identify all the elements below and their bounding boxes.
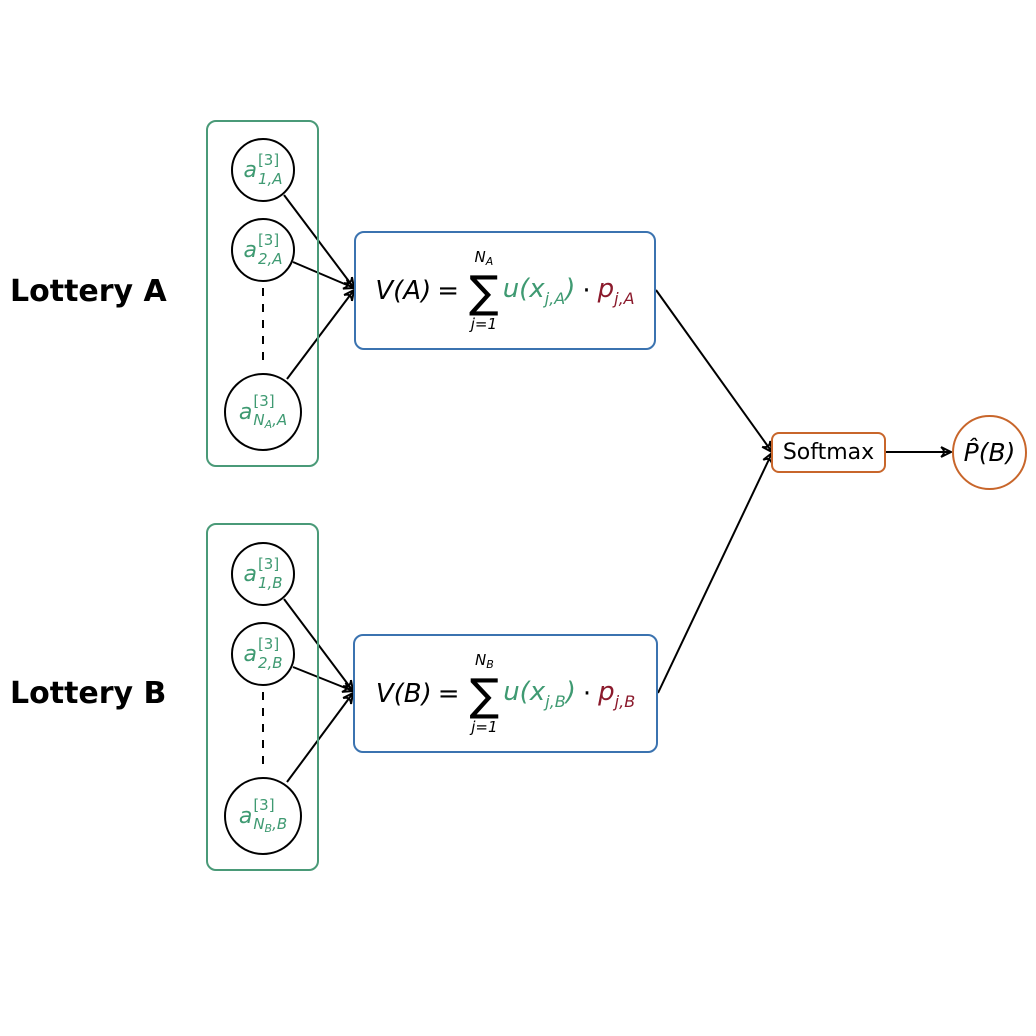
activation-node-a1: a [3]1,A (231, 138, 295, 202)
lottery-b-activation-group (206, 523, 319, 871)
activation-node-a2: a [3]2,A (231, 218, 295, 282)
probability-term: pj,A (597, 273, 635, 308)
softmax-box: Softmax (771, 432, 886, 473)
summation: NA ∑ j=1 (469, 248, 499, 333)
value-function-b-box: V(B) = NB ∑ j=1 u(xj,B) · pj,B (353, 634, 658, 753)
edge-an-to-va (286, 290, 354, 380)
output-probability-node: P̂(B) (952, 415, 1027, 490)
edge-a2-to-va (292, 261, 354, 288)
value-function-a-box: V(A) = NA ∑ j=1 u(xj,A) · pj,A (354, 231, 656, 350)
utility-term: u(xj,A) (502, 273, 576, 308)
edge-va-to-softmax (655, 289, 772, 452)
lottery-a-activation-group (206, 120, 319, 467)
formula-lhs: V(B) (375, 678, 432, 709)
formula-lhs: V(A) (375, 275, 432, 306)
edge-a1-to-va (283, 194, 354, 288)
activation-node-b1: a [3]1,B (231, 542, 295, 606)
lottery-a-label: Lottery A (10, 274, 167, 309)
activation-node-bn: a [3]NB,B (224, 777, 302, 855)
edge-b2-to-vb (292, 666, 353, 691)
summation: NB ∑ j=1 (469, 651, 500, 736)
activation-node-an: a [3]NA,A (224, 373, 302, 451)
edge-bn-to-vb (286, 693, 353, 783)
lottery-b-label: Lottery B (10, 676, 167, 711)
edge-vb-to-softmax (657, 453, 772, 694)
probability-term: pj,B (598, 676, 636, 711)
utility-term: u(xj,B) (503, 676, 576, 711)
activation-node-b2: a [3]2,B (231, 622, 295, 686)
